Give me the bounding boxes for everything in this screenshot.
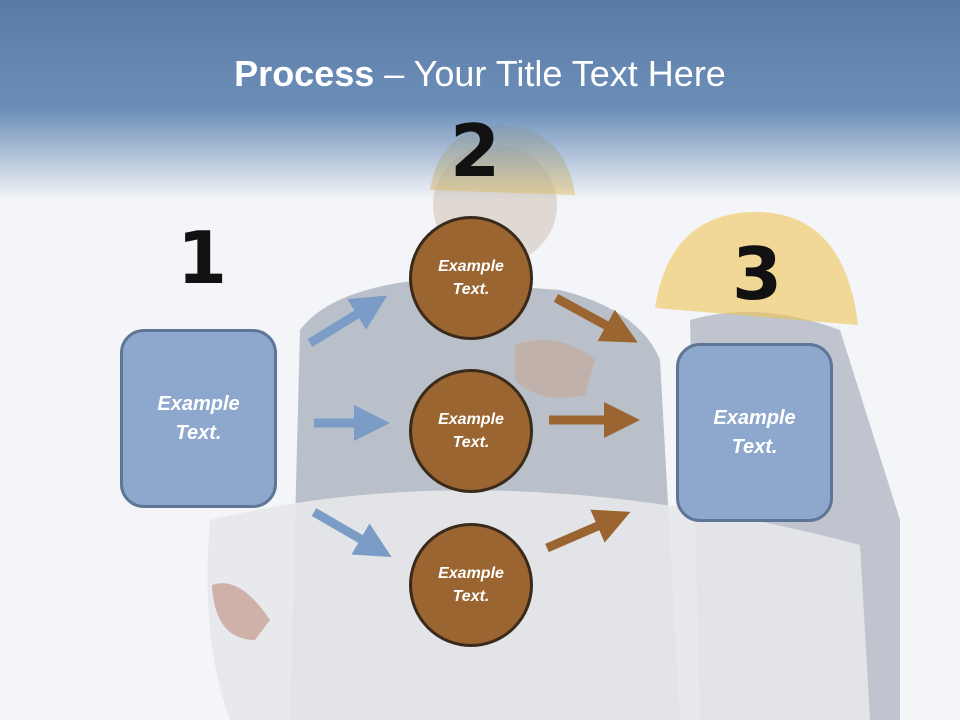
arrow-2c-to-3 [545,509,631,553]
step-2-circle-bottom: Example Text. [409,523,533,647]
step-2-text-top: Example Text. [438,258,504,298]
step-2-text-middle: Example Text. [438,411,504,451]
title-bold: Process [234,53,375,94]
step-2-circle-top: Example Text. [409,216,533,340]
step-1-box: Example Text. [120,329,277,508]
arrow-2a-to-3 [553,294,638,343]
step-1-text: Example Text. [157,392,240,444]
step-3-text: Example Text. [713,406,796,458]
title-rest: – Your Title Text Here [374,53,726,94]
step-3-box: Example Text. [676,343,833,522]
arrow-1-to-2c [311,508,392,558]
step-2-text-bottom: Example Text. [438,565,504,605]
step-2-number: 2 [450,109,501,193]
step-2-circle-middle: Example Text. [409,369,533,493]
step-1-number: 1 [177,216,228,300]
step-3-number: 3 [732,232,783,316]
arrow-1-to-2a [307,295,388,347]
header-band [0,0,960,200]
page-title: Process – Your Title Text Here [0,52,960,96]
